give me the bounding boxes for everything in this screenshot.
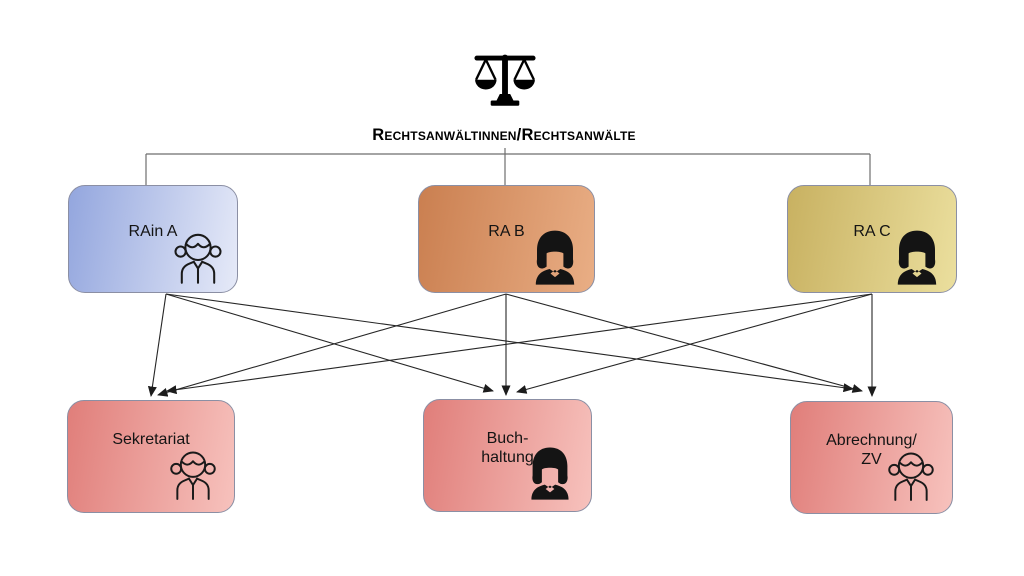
arrow-ra-c-to-sekretariat [166, 293, 873, 395]
box-label-line2: haltung [481, 449, 534, 466]
box-label-text: RA C [853, 223, 891, 240]
box-abrechnung-zv: Abrechnung/ ZV [790, 401, 953, 514]
box-label-line2: ZV [861, 451, 882, 468]
arrow-ra-b-to-abrechnung [505, 293, 863, 393]
box-label: RAin A [69, 222, 237, 241]
woman-silhouette-icon [525, 225, 585, 289]
scales-of-justice-icon [466, 44, 544, 118]
box-ra-b: RA B [418, 185, 595, 293]
woman-silhouette-icon [887, 225, 947, 289]
woman-pigtails-outline-icon [168, 225, 228, 289]
box-buchhaltung: Buch- haltung [423, 399, 592, 512]
hierarchy-tree [145, 148, 871, 185]
box-ra-c: RA C [787, 185, 957, 293]
box-label-text: RAin A [128, 223, 178, 240]
box-label: Abrechnung/ ZV [791, 431, 952, 469]
arrow-rain-a-to-buchhaltung [165, 293, 494, 393]
box-label: Buch- haltung [424, 429, 591, 467]
box-label: RA B [419, 222, 594, 241]
arrow-ra-c-to-buchhaltung [516, 293, 873, 394]
box-label-line1: Abrechnung/ [826, 432, 917, 449]
woman-pigtails-outline-icon [164, 443, 222, 505]
arrow-rain-a-to-sekretariat [147, 293, 167, 397]
box-label-line1: Buch- [486, 430, 529, 447]
woman-pigtails-outline-icon [882, 444, 940, 506]
delegation-arrows [147, 293, 877, 397]
woman-silhouette-icon [521, 442, 579, 504]
box-label-line1: Sekretariat [112, 431, 190, 448]
arrow-rain-a-to-abrechnung [165, 293, 854, 393]
box-label-text: RA B [488, 223, 525, 240]
box-label: RA C [788, 222, 956, 241]
box-rain-a: RAin A [68, 185, 238, 293]
box-label: Sekretariat [68, 430, 234, 449]
box-sekretariat: Sekretariat [67, 400, 235, 513]
arrow-ra-b-to-sekretariat [157, 293, 507, 397]
page-title: Rechtsanwältinnen/Rechtsanwälte [372, 126, 636, 144]
